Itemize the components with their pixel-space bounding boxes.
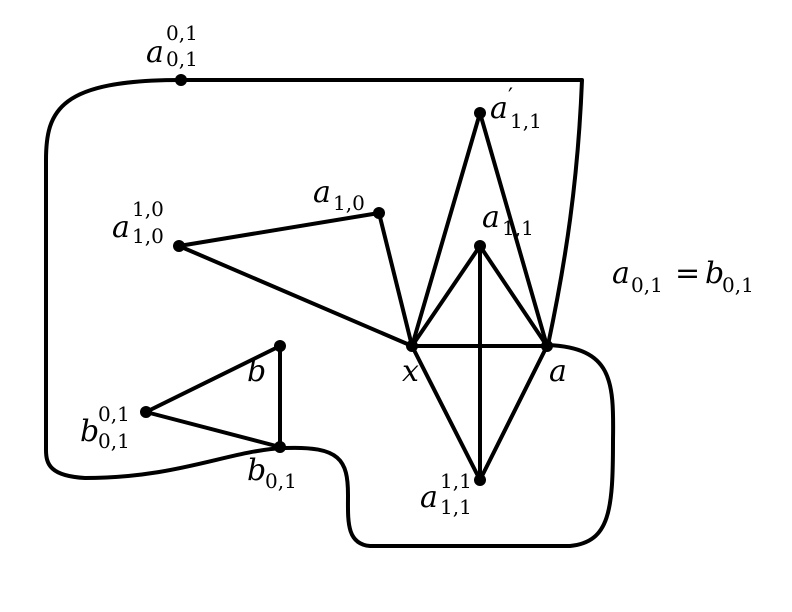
vertex-x: [406, 340, 418, 352]
label-a10-top-base: a: [112, 210, 130, 245]
label-a11-bottom: a 1,1 1,1: [420, 469, 472, 519]
label-a11-prime: a ′ 1,1: [490, 85, 542, 133]
label-b01-top-sub: 0,1: [98, 429, 130, 453]
label-a11-prime-base: a: [490, 91, 508, 126]
edge-b-b01top: [144, 344, 282, 414]
vertex-a11-bottom: [474, 474, 486, 486]
edge-a10top-a10: [177, 211, 381, 248]
label-x: x: [402, 354, 419, 389]
label-a01-top-base: a: [146, 35, 164, 70]
edge-a10top-x: [177, 244, 414, 348]
label-a01-top-sup: 0,1: [166, 21, 198, 45]
label-a01-top: a 0,1 0,1: [146, 21, 198, 71]
vertex-b: [274, 340, 286, 352]
label-a10-top-sub: 1,0: [132, 224, 164, 248]
equation-right-base: b: [705, 256, 724, 291]
equation-equals: =: [675, 256, 700, 291]
label-a10-top-sup: 1,0: [132, 197, 164, 221]
label-a11-prime-mark: ′: [508, 85, 513, 110]
label-a11: a 1,1: [482, 200, 534, 240]
label-b01: b 0,1: [247, 453, 297, 493]
boundary-curve: [44, 78, 616, 548]
edge-a-a11bottom: [478, 344, 549, 482]
label-a10-base: a: [313, 175, 331, 210]
vertex-a10: [373, 207, 385, 219]
edge-x-a11: [410, 244, 482, 348]
label-b01-top-sup: 0,1: [98, 402, 130, 426]
equation-left-sub: 0,1: [631, 273, 663, 297]
edge-b01top-b01: [144, 410, 282, 449]
label-a11-bottom-sup: 1,1: [440, 469, 472, 493]
label-a11-base: a: [482, 200, 500, 235]
label-b01-top: b 0,1 0,1: [80, 402, 130, 453]
label-a10-sub: 1,0: [333, 191, 365, 215]
label-b01-top-base: b: [80, 414, 99, 449]
label-a11-sub: 1,1: [502, 216, 534, 240]
label-b: b: [247, 354, 266, 389]
label-a10-top: a 1,0 1,0: [112, 197, 164, 248]
equation: a 0,1 = b 0,1: [612, 256, 754, 297]
label-a01-top-sub: 0,1: [166, 47, 198, 71]
label-b01-base: b: [247, 453, 266, 488]
edge-x-a11bottom: [410, 344, 482, 482]
vertex-a: [541, 340, 553, 352]
edge-a11prime-a: [478, 111, 549, 348]
edge-x-a11prime: [410, 111, 482, 348]
label-a11-bottom-sub: 1,1: [440, 495, 472, 519]
vertex-a01-top: [175, 74, 187, 86]
vertex-a10-top: [173, 240, 185, 252]
vertex-a11: [474, 240, 486, 252]
label-a11-prime-sub: 1,1: [510, 109, 542, 133]
label-a: a: [549, 354, 567, 389]
edge-a10-x: [377, 211, 414, 348]
edge-a11-a: [478, 244, 549, 348]
equation-right-sub: 0,1: [722, 273, 754, 297]
vertex-b01: [274, 441, 286, 453]
equation-left-base: a: [612, 256, 630, 291]
label-a10: a 1,0: [313, 175, 365, 215]
label-a11-bottom-base: a: [420, 480, 438, 515]
vertex-a11-prime: [474, 107, 486, 119]
vertex-b01-top: [140, 406, 152, 418]
label-b01-sub: 0,1: [265, 469, 297, 493]
